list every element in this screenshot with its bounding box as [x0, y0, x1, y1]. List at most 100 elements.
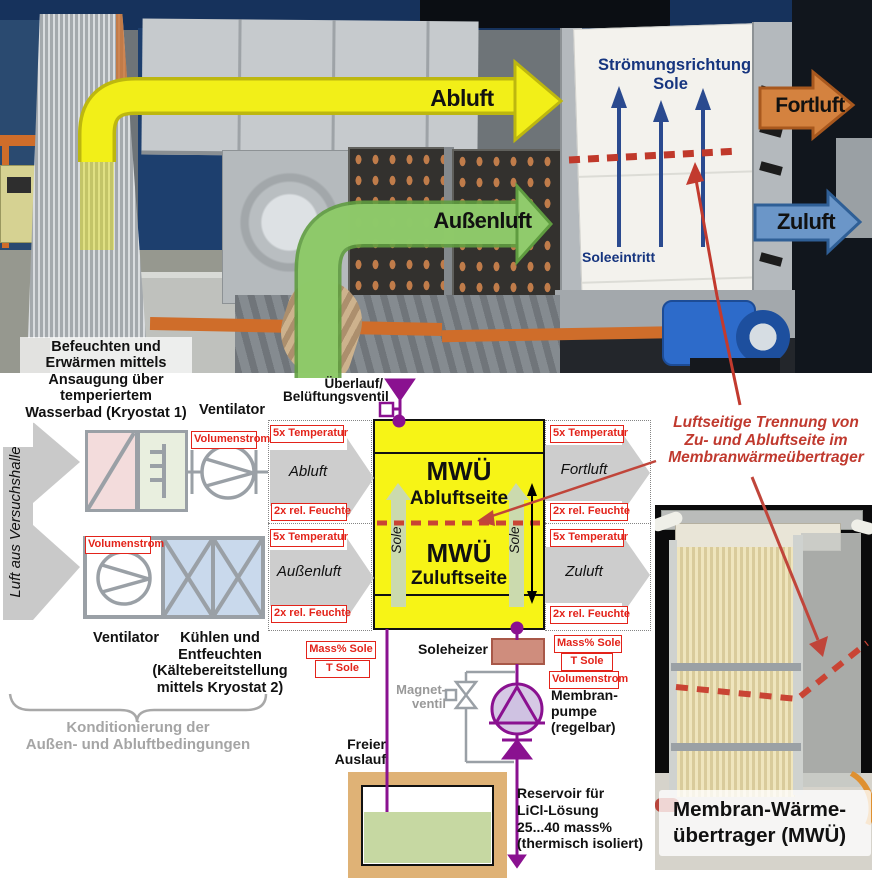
mwue-title-zuluft: MWÜ	[426, 538, 492, 568]
orange-rail	[0, 135, 58, 146]
sole-flow-direction-label: Strömungsrichtung Sole	[598, 56, 751, 94]
zuluft-duct-label: Zuluft	[565, 563, 603, 580]
sole-flow-line2: Sole	[653, 75, 688, 93]
support-bar-1	[671, 663, 801, 671]
overflow-line: Belüftungsventil	[283, 388, 389, 404]
humidifier-heater-box	[85, 430, 138, 512]
sensor-volumeflow-bottom: Volumenstrom	[85, 536, 164, 554]
magnetventil-line: Magnet-	[396, 682, 446, 697]
sensor-mass-sole-left: Mass% Sole	[306, 641, 376, 659]
annotation-line: Zu- und Abluftseite im	[684, 431, 848, 449]
suction-tip	[507, 854, 527, 869]
membrane-pump-icon	[490, 682, 544, 736]
mwue-top-divider	[375, 452, 543, 454]
conditioning-label: Konditionierung der Außen- und Abluftbed…	[18, 719, 258, 753]
note-line: Wasserbad (Kryostat 1)	[25, 404, 187, 421]
cooling-line: (Kältebereitstellung	[152, 663, 288, 679]
sensor-humidity-abluft: 2x rel. Feuchte	[271, 503, 351, 521]
humidifier-symbol-box	[137, 430, 188, 512]
soleheizer-label: Soleheizer	[417, 641, 488, 657]
reservoir-label: Reservoir für LiCl-Lösung 25...40 mass% …	[517, 785, 657, 852]
membrane-bundle	[677, 547, 795, 797]
sensor-zone-right-divider	[545, 523, 651, 524]
sensor-zone-left-divider	[268, 523, 372, 524]
sensor-volumeflow-top: Volumenstrom	[191, 431, 270, 449]
pipe-pump-down	[502, 734, 532, 742]
caption-line: übertrager (MWÜ)	[673, 824, 847, 847]
sensor-humidity-aussenluft: 2x rel. Feuchte	[271, 605, 351, 623]
reservoir-line: LiCl-Lösung	[517, 801, 599, 818]
membrane-pump-label: Membran- pumpe (regelbar)	[551, 687, 636, 735]
ventilator-top-label: Ventilator	[198, 402, 266, 418]
overflow-valve-funnel	[384, 378, 416, 402]
mwue-bottom-divider	[375, 594, 543, 596]
sensor-temp-zuluft: 5x Temperatur	[550, 529, 628, 547]
annotation-line: Membranwärmeübertrager	[668, 449, 864, 466]
overflow-valve-square	[378, 401, 395, 418]
duct-seam	[237, 19, 242, 152]
conditioning-line: Konditionierung der	[66, 719, 210, 736]
solenoid-actuator	[444, 688, 458, 702]
solenoid-branch-pipes	[464, 670, 515, 764]
conditioning-brace	[8, 693, 268, 723]
mwue-abluftseite: Abluftseite	[409, 488, 509, 509]
free-outlet-line: Auslauf	[334, 751, 386, 767]
photo-abluft-label: Abluft	[430, 85, 494, 111]
sensor-zone-left	[268, 420, 372, 631]
sole-label-right: Sole	[507, 526, 522, 554]
humidify-note: Befeuchten und Erwärmen mittels Ansaugun…	[20, 337, 192, 424]
flow-meter-ring	[736, 310, 790, 364]
photo-fortluft-label: Fortluft	[775, 94, 845, 117]
cooling-line: Kühlen und	[180, 630, 260, 646]
overflow-valve-stem	[392, 398, 402, 416]
sensor-temp-fortluft: 5x Temperatur	[550, 425, 628, 443]
note-line: Ansaugung über	[48, 371, 164, 388]
magnetventil-line: ventil	[412, 696, 446, 711]
cable-connector	[759, 123, 783, 138]
cooling-line: Entfeuchten	[178, 646, 262, 663]
cooling-coil-box	[161, 536, 265, 619]
photo-aussenluft-label: Außenluft	[433, 208, 532, 233]
fan-bottom-icon	[96, 550, 152, 606]
sensor-humidity-zuluft: 2x rel. Feuchte	[550, 606, 630, 624]
cooling-coil-x-lines	[161, 536, 265, 619]
reservoir-line: (thermisch isoliert)	[517, 835, 644, 852]
cable-connector	[759, 161, 783, 176]
cooling-line: mittels Kryostat 2)	[156, 679, 284, 696]
sensor-t-sole-right: T Sole	[561, 653, 613, 671]
acrylic-right-face	[801, 533, 861, 787]
sensor-t-sole-left: T Sole	[315, 660, 370, 678]
check-valve	[500, 738, 534, 760]
cooling-label: Kühlen und Entfeuchten (Kältebereitstell…	[146, 630, 294, 696]
caption-line: Membran-Wärme-	[673, 798, 847, 821]
sensor-humidity-fortluft: 2x rel. Feuchte	[550, 503, 630, 521]
sole-label-left: Sole	[389, 526, 404, 554]
soleeintritt-label: Soleeintritt	[582, 249, 656, 265]
fortluft-duct-label: Fortluft	[560, 461, 608, 478]
soleheizer-box	[491, 638, 545, 665]
reservoir-line: 25...40 mass%	[517, 818, 612, 835]
solenoid-valve-top	[453, 680, 479, 698]
fan-bottom-blades	[101, 563, 150, 594]
annotation-line: Luftseitige Trennung von	[673, 414, 859, 431]
flow-meter-base	[690, 358, 780, 373]
sensor-volumeflow-right: Volumenstrom	[549, 671, 628, 689]
fan-top-icon	[200, 444, 256, 500]
pump-line: (regelbar)	[551, 719, 616, 735]
pump-line: Membran-	[551, 687, 618, 703]
note-line: temperiertem	[60, 388, 152, 405]
support-bar-2	[671, 743, 801, 751]
free-outlet-line: Freier	[347, 736, 386, 752]
separation-annotation: Luftseitige Trennung von Zu- und Ablufts…	[666, 414, 866, 467]
note-line: Erwärmen mittels	[45, 355, 167, 372]
conditioning-line: Außen- und Abluftbedingungen	[25, 735, 251, 753]
magnetventil-label: Magnet- ventil	[394, 683, 446, 711]
sensor-zone-right	[545, 420, 651, 631]
fan-top-blades	[205, 457, 254, 488]
kryostat-screen	[7, 177, 31, 193]
ventilator-bottom-label: Ventilator	[92, 630, 160, 646]
panel-seam	[578, 170, 761, 178]
mwue-title-abluft: MWÜ	[426, 456, 492, 486]
abluft-duct-label: Abluft	[288, 463, 328, 480]
